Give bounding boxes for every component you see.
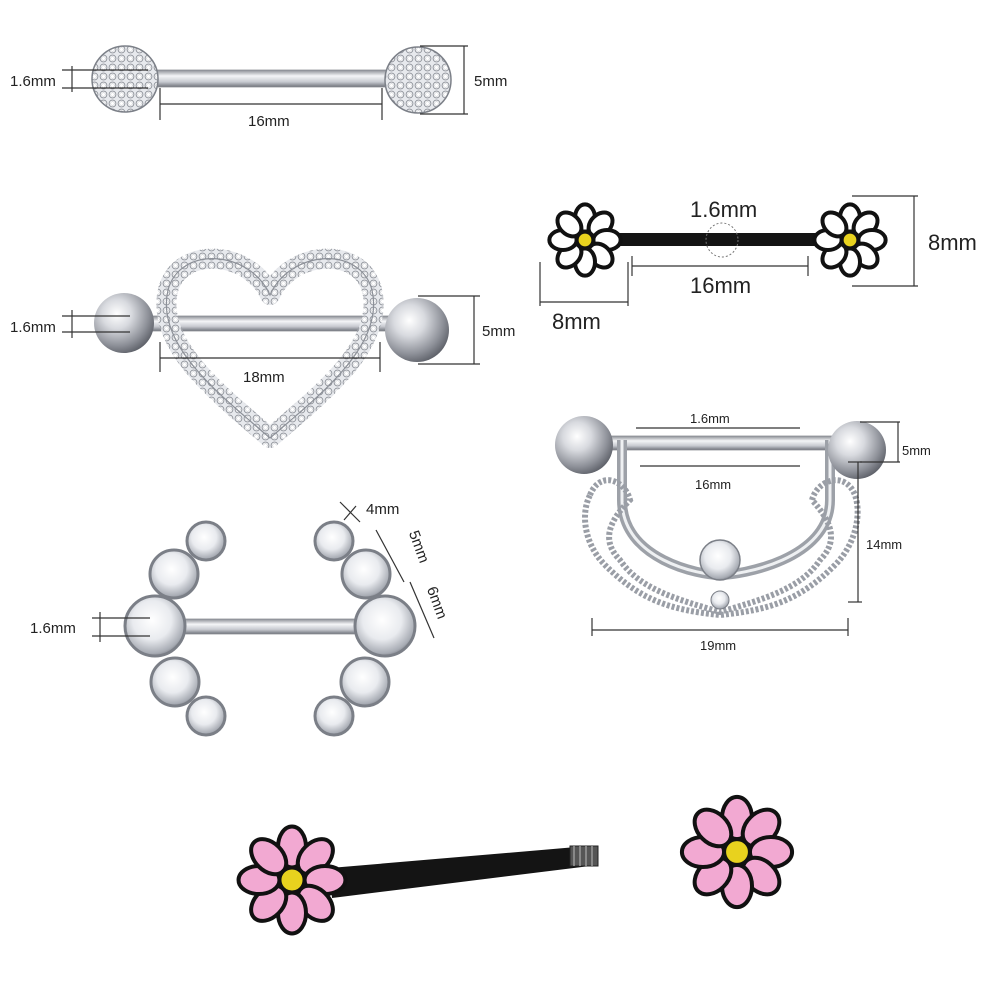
medium-gem-label: 5mm	[405, 528, 432, 565]
gem-cluster-left	[123, 520, 227, 737]
flower-center	[722, 837, 752, 867]
gauge-label: 1.6mm	[690, 411, 730, 426]
ball-size-label: 5mm	[474, 73, 507, 90]
steel-ball-left	[555, 416, 613, 474]
drop-length-label: 14mm	[866, 537, 902, 552]
small-gem-label: 4mm	[366, 501, 399, 518]
gem-cluster-right	[313, 520, 417, 737]
barbell-bar	[330, 846, 590, 898]
heart-frame	[156, 248, 384, 448]
flower-center	[574, 229, 596, 251]
barbell-bar	[612, 233, 822, 246]
flower-center	[839, 229, 861, 251]
daisy-right	[812, 202, 888, 278]
pink-daisy-right	[679, 794, 795, 910]
length-label: 16mm	[690, 273, 751, 298]
steel-ball-right	[828, 421, 886, 479]
gauge-label: 1.6mm	[690, 197, 757, 222]
steel-ball-left	[94, 293, 154, 353]
large-gem-label: 6mm	[423, 584, 450, 621]
ball-size-label: 5mm	[902, 443, 931, 458]
white-daisy-barbell: 1.6mm 16mm 8mm 8mm	[539, 195, 977, 334]
daisy-left	[547, 202, 623, 278]
flower-center	[277, 865, 307, 895]
crystal-ball-right	[384, 46, 452, 114]
barbell-bar	[149, 69, 391, 88]
gauge-label: 1.6mm	[10, 319, 56, 336]
crystal-ball-barbell: 1.6mm 5mm 16mm	[10, 45, 507, 130]
length-label: 16mm	[695, 477, 731, 492]
pink-daisy-barbell	[236, 794, 795, 936]
height-label: 8mm	[928, 230, 977, 255]
ball-size-label: 5mm	[482, 323, 515, 340]
lace-dangle-barbell: 1.6mm 5mm 16mm 14mm 19mm	[555, 411, 931, 653]
heart-shield-barbell: 1.6mm 5mm 18mm	[10, 248, 515, 448]
length-label: 18mm	[243, 369, 285, 386]
barbell-bar	[599, 435, 841, 451]
cz-cluster-barbell: 1.6mm 4mm 5mm 6mm	[30, 501, 450, 737]
steel-ball-right	[385, 298, 449, 362]
length-label: 16mm	[248, 113, 290, 130]
gauge-label: 1.6mm	[30, 620, 76, 637]
width-label: 8mm	[552, 309, 601, 334]
lace-filigree	[582, 477, 861, 619]
gauge-label: 1.6mm	[10, 73, 56, 90]
pink-daisy-left	[236, 824, 348, 936]
crystal-ball-left	[91, 45, 159, 113]
width-label: 19mm	[700, 638, 736, 653]
